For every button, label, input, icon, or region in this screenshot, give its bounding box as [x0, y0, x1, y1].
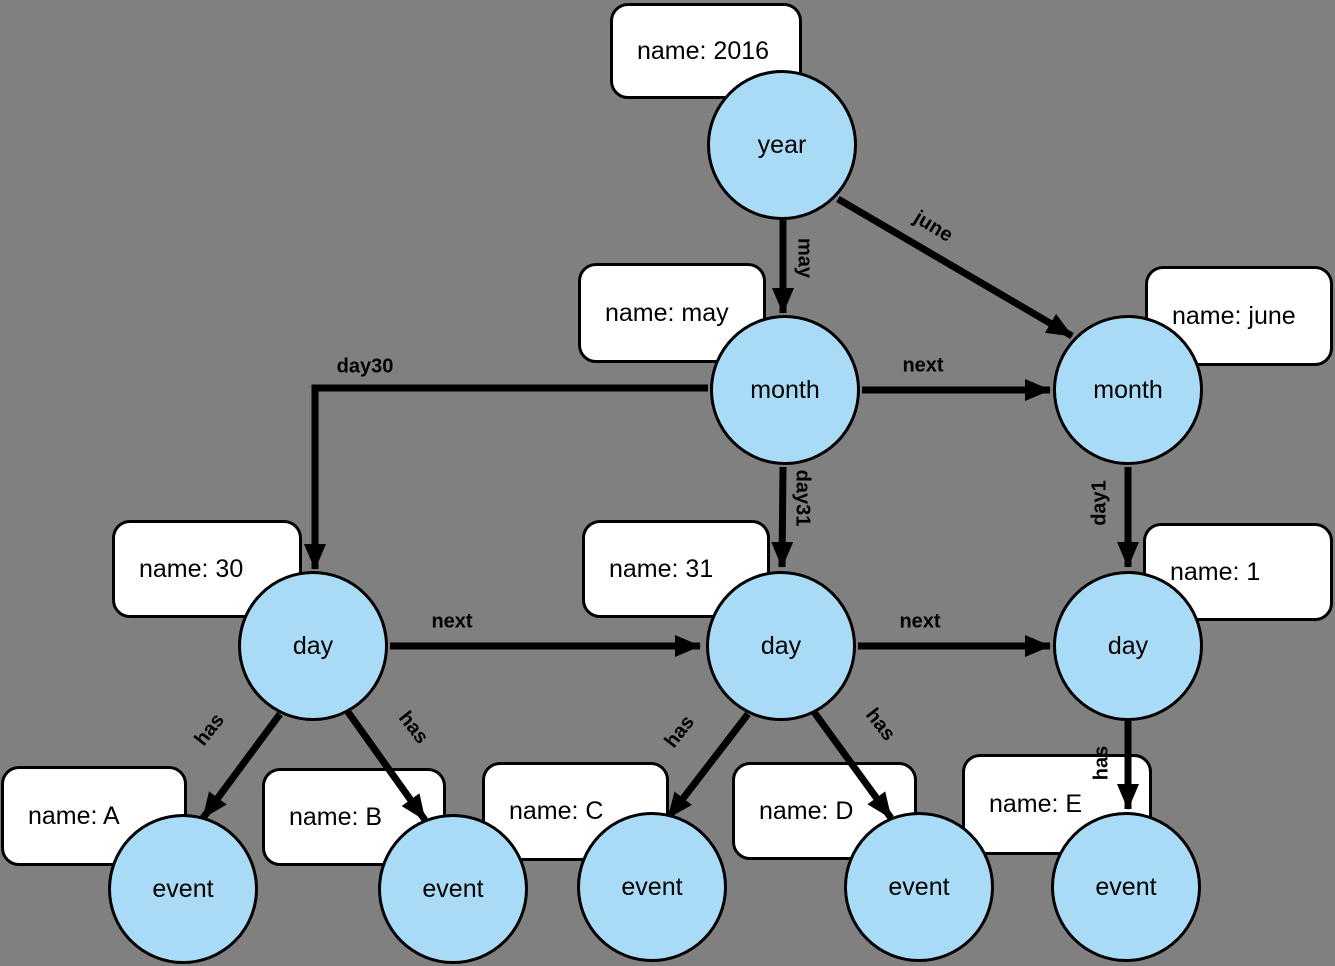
- edge-label-next-month: next: [902, 354, 944, 377]
- month-june-node: month: [1053, 315, 1203, 465]
- edge-label-may: may: [793, 237, 816, 279]
- event-b-node: event: [378, 814, 528, 964]
- day-31-node: day: [706, 571, 856, 721]
- edge-label-day31: day31: [791, 469, 814, 527]
- day-30-node: day: [238, 571, 388, 721]
- property-box-year: name: 2016: [610, 3, 802, 99]
- edge-day30-eventb: [345, 709, 428, 823]
- event-d-node: event: [844, 812, 994, 962]
- month-may-node: month: [710, 315, 860, 465]
- edge-label-day30: day30: [336, 355, 394, 378]
- event-e-node: event: [1051, 812, 1201, 962]
- edge-label-has-e: has: [1090, 745, 1113, 781]
- event-c-node: event: [577, 812, 727, 962]
- edge-day31-eventd: [811, 709, 894, 821]
- edge-label-day1: day1: [1088, 480, 1111, 526]
- edge-label-next-day-2: next: [899, 610, 941, 633]
- event-a-node: event: [108, 814, 258, 964]
- edge-may-day31: [771, 466, 794, 568]
- edge-label-next-day-1: next: [431, 610, 473, 633]
- day-1-node: day: [1053, 571, 1203, 721]
- year-node: year: [707, 70, 857, 220]
- edge-may-day30: [304, 384, 708, 570]
- edge-year-june: [836, 195, 1074, 340]
- edge-day30-eventa: [200, 711, 283, 821]
- edge-day31-eventc: [665, 711, 751, 821]
